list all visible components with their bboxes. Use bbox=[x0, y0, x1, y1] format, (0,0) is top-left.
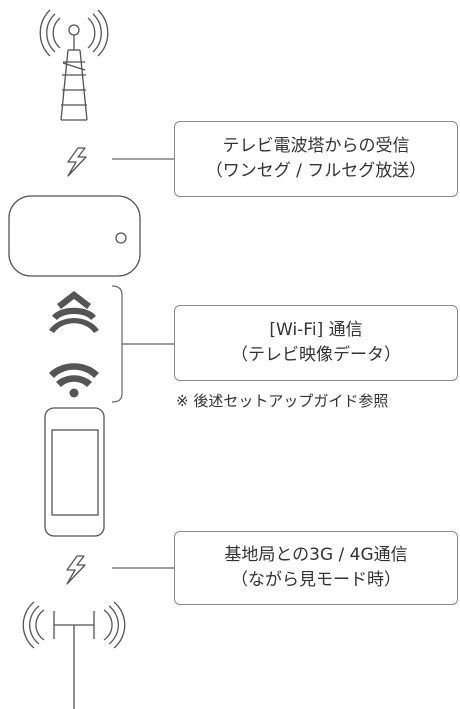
lightning-icon bbox=[66, 555, 86, 585]
callout-mobile-line2: （ながら見モード時） bbox=[231, 570, 401, 590]
setup-guide-note: ※ 後述セットアップガイド参照 bbox=[176, 392, 389, 410]
callout-wifi: [Wi-Fi] 通信 （テレビ映像データ） bbox=[174, 305, 458, 381]
callout-mobile-line1: 基地局との3G / 4G通信 bbox=[224, 545, 408, 565]
callout-broadcast: テレビ電波塔からの受信 （ワンセグ / フルセグ放送） bbox=[174, 121, 458, 197]
base-station-icon bbox=[22, 601, 126, 709]
smartphone-icon bbox=[44, 407, 105, 537]
callout-broadcast-line1: テレビ電波塔からの受信 bbox=[222, 136, 410, 156]
wifi-icon bbox=[49, 363, 99, 398]
callout-broadcast-line2: （ワンセグ / フルセグ放送） bbox=[205, 161, 427, 181]
wifi-bracket bbox=[111, 285, 174, 403]
callout-wifi-line1: [Wi-Fi] 通信 bbox=[269, 320, 363, 340]
tv-tower-icon bbox=[39, 9, 109, 121]
lightning-icon bbox=[67, 147, 87, 177]
tuner-device-icon bbox=[8, 195, 141, 277]
callout-wifi-line2: （テレビ映像データ） bbox=[231, 345, 401, 365]
callout-mobile: 基地局との3G / 4G通信 （ながら見モード時） bbox=[174, 531, 458, 605]
wifi-icon bbox=[49, 291, 99, 333]
